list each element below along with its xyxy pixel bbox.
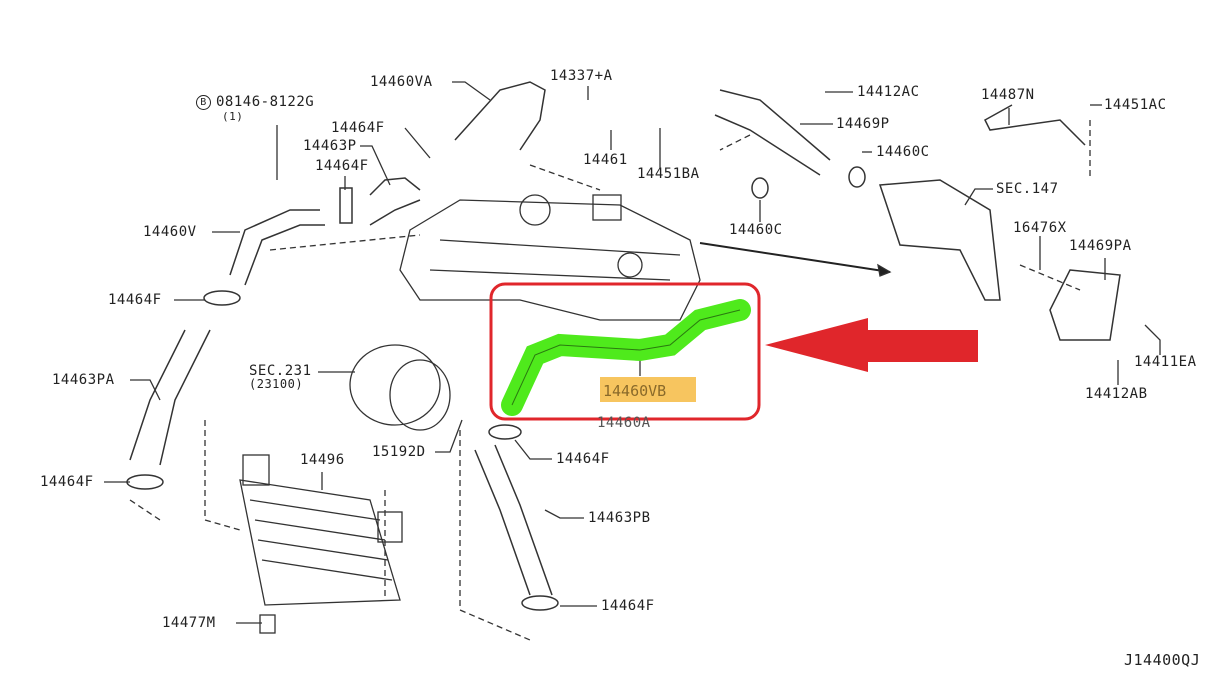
part-label-14496: 14496 [300, 452, 345, 468]
callout-box [489, 282, 761, 421]
red-callout-arrow-icon [765, 318, 978, 372]
part-label-14460C: 14460C [876, 144, 930, 160]
part-label-14464F: 14464F [315, 158, 369, 174]
hose-outline [511, 309, 741, 406]
part-label-14464F: 14464F [601, 598, 655, 614]
part-qty: (1) [222, 110, 244, 123]
part-label-14469PA: 14469PA [1069, 238, 1132, 254]
part-label-14451AC: 14451AC [1104, 97, 1167, 113]
section-label-231: SEC.231 [249, 363, 312, 379]
part-label-14487N: 14487N [981, 87, 1035, 103]
part-label-14464F: 14464F [40, 474, 94, 490]
part-label-14477M: 14477M [162, 615, 216, 631]
part-label-14412AB: 14412AB [1085, 386, 1148, 402]
part-label-14337A: 14337+A [550, 68, 613, 84]
direction-arrow [699, 242, 891, 273]
part-label-15192D: 15192D [372, 444, 426, 460]
hose-shapes [126, 81, 1121, 611]
part-label-14460V: 14460V [143, 224, 197, 240]
dashed-guides [129, 120, 1091, 641]
turbocharger [349, 344, 451, 431]
part-label-14460A: 14460A [597, 415, 651, 431]
part-label-14461: 14461 [583, 152, 628, 168]
part-label-14411EA: 14411EA [1134, 354, 1197, 370]
bolt-symbol: B [196, 95, 211, 110]
part-label-16476X: 16476X [1013, 220, 1067, 236]
part-label-14463P: 14463P [303, 138, 357, 154]
part-label-08146-8122G: 08146-8122G [216, 94, 315, 110]
part-label-14460C: 14460C [729, 222, 783, 238]
part-label-14464F: 14464F [108, 292, 162, 308]
arrowhead-icon [877, 263, 892, 277]
section-label-147: SEC.147 [996, 181, 1059, 197]
leader-lines [104, 81, 1161, 624]
diagram-id: J14400QJ [1124, 651, 1201, 669]
highlight-label-14460VB: 14460VB [600, 377, 696, 402]
part-label-14464F: 14464F [556, 451, 610, 467]
part-label-14463PB: 14463PB [588, 510, 651, 526]
part-label-14451BA: 14451BA [637, 166, 700, 182]
part-label-14464F: 14464F [331, 120, 385, 136]
part-label-14469P: 14469P [836, 116, 890, 132]
intercooler [239, 454, 403, 634]
engine-cylinder-head [399, 194, 701, 321]
part-label-14463PA: 14463PA [52, 372, 115, 388]
part-label-14460VA: 14460VA [370, 74, 433, 90]
part-label-14412AC: 14412AC [857, 84, 920, 100]
section-sub-label: (23100) [249, 377, 304, 391]
part-label-14460VB: 14460VB [603, 382, 667, 400]
